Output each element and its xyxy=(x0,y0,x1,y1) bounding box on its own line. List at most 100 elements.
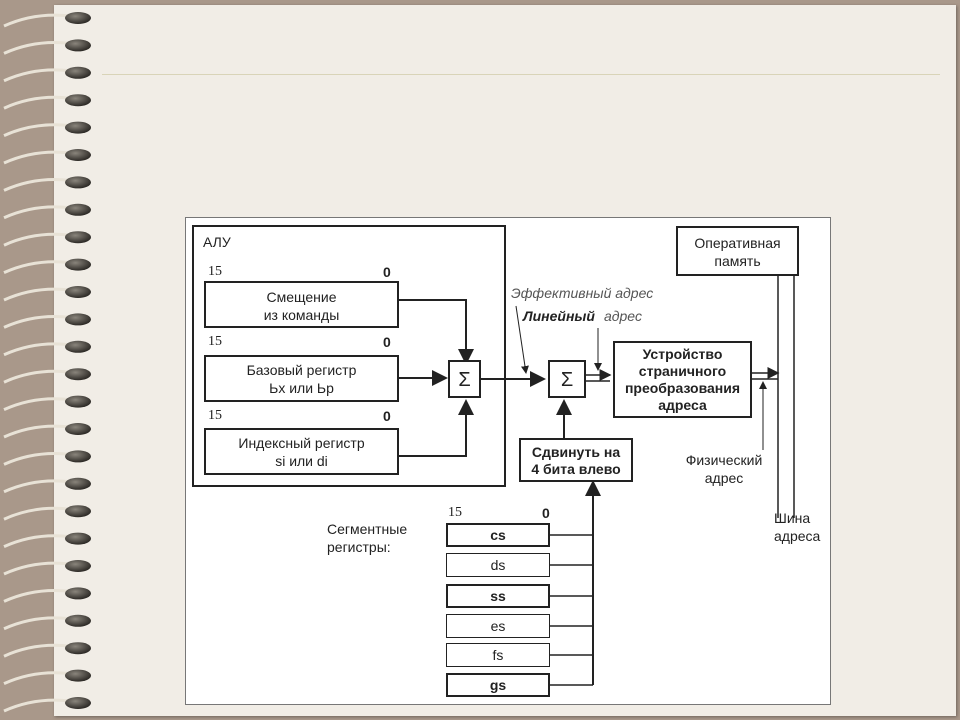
address-bus-line-1: Шина xyxy=(774,510,811,526)
shift-line-1: Сдвинуть на xyxy=(531,444,621,460)
paging-line-4: адреса xyxy=(658,397,707,413)
spiral-wire xyxy=(3,260,71,274)
offset-line-2: из команды xyxy=(263,307,340,323)
memory-box: Оперативная память xyxy=(676,226,799,276)
register-cs: cs xyxy=(446,523,550,547)
register-ss-label: ss xyxy=(490,588,506,604)
spiral-ring xyxy=(65,66,91,79)
spiral-ring xyxy=(65,477,91,490)
alu-frame xyxy=(192,225,506,487)
spiral-wire xyxy=(3,479,71,494)
paging-line-1: Устройство xyxy=(642,346,723,362)
segment-registers-label-1: Сегментные xyxy=(327,521,408,537)
segment-bit-low: 0 xyxy=(542,505,550,521)
address-translation-diagram: АЛУ 15 0 Смещение из команды 15 0 Базовы… xyxy=(185,217,831,705)
index-register-box: Индексный регистр si или di xyxy=(204,428,399,475)
adder-2-symbol: Σ xyxy=(560,369,574,391)
index-bit-high: 15 xyxy=(208,408,222,423)
physical-address-line-2: адрес xyxy=(704,470,744,486)
register-fs: fs xyxy=(446,643,550,667)
spiral-ring xyxy=(65,560,91,572)
memory-line-2: память xyxy=(714,253,761,269)
spiral-ring xyxy=(65,587,91,600)
spiral-ring xyxy=(65,423,91,435)
register-gs-label: gs xyxy=(489,677,507,693)
spiral-ring xyxy=(65,176,91,189)
shift-box: Сдвинуть на 4 бита влево xyxy=(519,438,633,482)
base-line-1: Базовый регистр xyxy=(246,362,357,378)
paging-unit-box: Устройство страничного преобразования ад… xyxy=(613,341,752,418)
spiral-wire xyxy=(3,671,71,685)
spiral-ring xyxy=(65,368,91,381)
spiral-ring xyxy=(65,642,91,655)
spiral-ring xyxy=(65,39,91,52)
adder-1-symbol: Σ xyxy=(458,369,471,391)
register-gs: gs xyxy=(446,673,550,697)
spiral-wire xyxy=(3,397,71,411)
spiral-wire xyxy=(3,232,71,247)
offset-box: Смещение из команды xyxy=(204,281,399,328)
linear-label: Линейный xyxy=(523,308,595,324)
offset-line-1: Смещение xyxy=(266,289,337,305)
spiral-ring xyxy=(65,505,91,518)
index-bit-low: 0 xyxy=(383,408,391,424)
effective-address-label: Эффективный адрес xyxy=(511,285,654,301)
spiral-ring xyxy=(65,286,91,298)
offset-bit-low: 0 xyxy=(383,264,391,280)
spiral-ring xyxy=(65,258,91,271)
register-ss: ss xyxy=(446,584,550,608)
adder-2: Σ xyxy=(548,360,586,398)
diagram-connectors xyxy=(192,225,795,686)
spiral-wire xyxy=(3,205,71,220)
spiral-wire xyxy=(3,424,71,439)
spiral-binding xyxy=(3,12,91,713)
spiral-ring xyxy=(65,121,91,134)
spiral-ring xyxy=(65,94,91,107)
spiral-wire xyxy=(3,150,71,165)
spiral-wire xyxy=(3,561,71,576)
title-underline xyxy=(102,74,940,75)
paging-line-2: страничного xyxy=(638,363,727,379)
physical-address-line-1: Физический xyxy=(685,452,763,468)
shift-line-2: 4 бита влево xyxy=(531,461,621,477)
spiral-wire xyxy=(3,342,71,357)
spiral-ring xyxy=(65,12,91,24)
spiral-ring xyxy=(65,614,91,627)
segment-registers-label-2: регистры: xyxy=(327,539,391,555)
address-bus-line-2: адреса xyxy=(774,528,821,544)
register-cs-label: cs xyxy=(490,527,506,543)
spiral-wire xyxy=(3,506,71,521)
register-es-label: es xyxy=(490,618,506,634)
spiral-ring xyxy=(65,669,91,682)
spiral-wire xyxy=(3,178,71,192)
spiral-wire xyxy=(3,41,71,55)
spiral-ring xyxy=(65,203,91,216)
spiral-ring xyxy=(65,231,91,244)
spiral-wire xyxy=(3,589,71,603)
spiral-wire xyxy=(3,13,71,28)
spiral-ring xyxy=(65,532,91,545)
paging-line-3: преобразования xyxy=(624,380,741,396)
register-es: es xyxy=(446,614,550,638)
register-fs-label: fs xyxy=(492,647,504,663)
spiral-ring xyxy=(65,395,91,408)
spiral-ring xyxy=(65,149,91,161)
spiral-ring xyxy=(65,340,91,353)
spiral-wire xyxy=(3,698,71,713)
spiral-wire xyxy=(3,287,71,302)
spiral-wire xyxy=(3,643,71,658)
segment-bit-high: 15 xyxy=(448,505,462,520)
spiral-ring xyxy=(65,313,91,326)
index-line-1: Индексный регистр xyxy=(238,435,365,451)
alu-label: АЛУ xyxy=(203,234,231,250)
base-register-box: Базовый регистр Ьх или Ьр xyxy=(204,355,399,402)
spiral-wire xyxy=(3,315,71,329)
memory-line-1: Оперативная xyxy=(694,235,781,251)
spiral-wire xyxy=(3,369,71,384)
spiral-wire xyxy=(3,95,71,110)
register-ds-label: ds xyxy=(490,557,506,573)
linear-address-label: адрес xyxy=(604,308,642,324)
spiral-wire xyxy=(3,452,71,466)
spiral-wire xyxy=(3,534,71,548)
spiral-ring xyxy=(65,450,91,463)
